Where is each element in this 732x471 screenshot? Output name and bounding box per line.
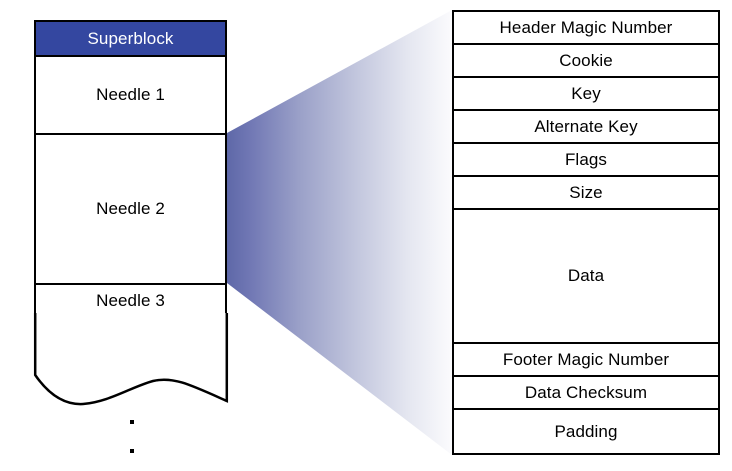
superblock-label: Superblock	[87, 28, 174, 48]
field-footer-magic-number-cell[interactable]: Footer Magic Number	[452, 342, 720, 375]
field-data-checksum-label: Data Checksum	[524, 382, 648, 402]
field-header-magic-number-cell[interactable]: Header Magic Number	[452, 10, 720, 43]
field-cookie-label: Cookie	[559, 50, 613, 70]
needle-1-label: Needle 1	[96, 85, 165, 104]
needle-2-cell[interactable]: Needle 2	[34, 133, 227, 283]
needle-field-breakdown: Header Magic Number Cookie Key Alternate…	[452, 10, 720, 455]
field-data-checksum-cell[interactable]: Data Checksum	[452, 375, 720, 408]
needle-3-label: Needle 3	[96, 290, 165, 310]
field-alternate-key-label: Alternate Key	[534, 116, 638, 136]
torn-edge-path	[33, 313, 229, 406]
field-header-magic-number-label: Header Magic Number	[499, 17, 673, 37]
field-size-label: Size	[569, 182, 603, 202]
field-padding-cell[interactable]: Padding	[452, 408, 720, 455]
beam-shape	[227, 10, 452, 455]
field-flags-label: Flags	[564, 149, 608, 169]
field-key-label: Key	[571, 83, 601, 103]
field-alternate-key-cell[interactable]: Alternate Key	[452, 109, 720, 142]
continuation-dot-2	[130, 449, 134, 453]
field-cookie-cell[interactable]: Cookie	[452, 43, 720, 76]
field-key-cell[interactable]: Key	[452, 76, 720, 109]
field-size-cell[interactable]: Size	[452, 175, 720, 208]
superblock-cell[interactable]: Superblock	[34, 20, 227, 55]
haystack-store-column: Superblock Needle 1 Needle 2 Needle 3	[34, 20, 227, 316]
needle-1-cell[interactable]: Needle 1	[34, 55, 227, 133]
field-padding-label: Padding	[554, 421, 618, 441]
needle-3-cell[interactable]: Needle 3	[34, 283, 227, 316]
field-flags-cell[interactable]: Flags	[452, 142, 720, 175]
needle-2-label: Needle 2	[96, 199, 165, 218]
field-data-cell[interactable]: Data	[452, 208, 720, 342]
field-data-label: Data	[567, 266, 605, 285]
continuation-dot-1	[130, 420, 134, 424]
field-footer-magic-number-label: Footer Magic Number	[502, 349, 670, 369]
store-continuation-torn-edge	[33, 313, 229, 406]
